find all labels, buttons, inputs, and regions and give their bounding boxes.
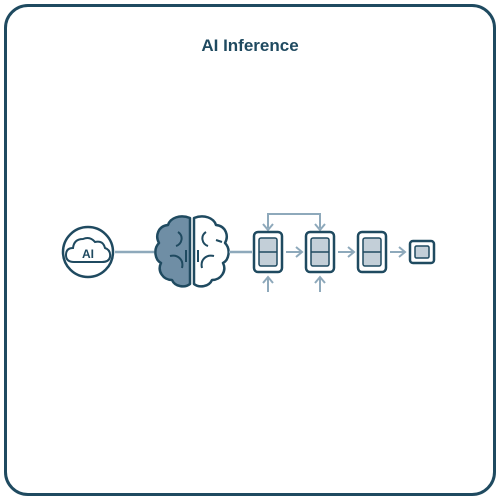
flow-arrow <box>338 246 356 258</box>
chip-icon <box>304 230 336 274</box>
chip-icon <box>356 230 388 274</box>
flow-arrow <box>390 246 407 258</box>
feedback-loop-arrow <box>262 213 326 232</box>
input-arrow <box>314 275 326 292</box>
ai-cloud-icon: AI <box>61 225 115 279</box>
brain-icon <box>154 215 230 288</box>
ai-badge-label: AI <box>82 247 94 261</box>
flow-arrow <box>286 246 304 258</box>
chip-icon <box>252 230 284 274</box>
input-arrow <box>262 275 274 292</box>
output-square-icon <box>408 239 436 265</box>
diagram-title: AI Inference <box>201 36 299 55</box>
